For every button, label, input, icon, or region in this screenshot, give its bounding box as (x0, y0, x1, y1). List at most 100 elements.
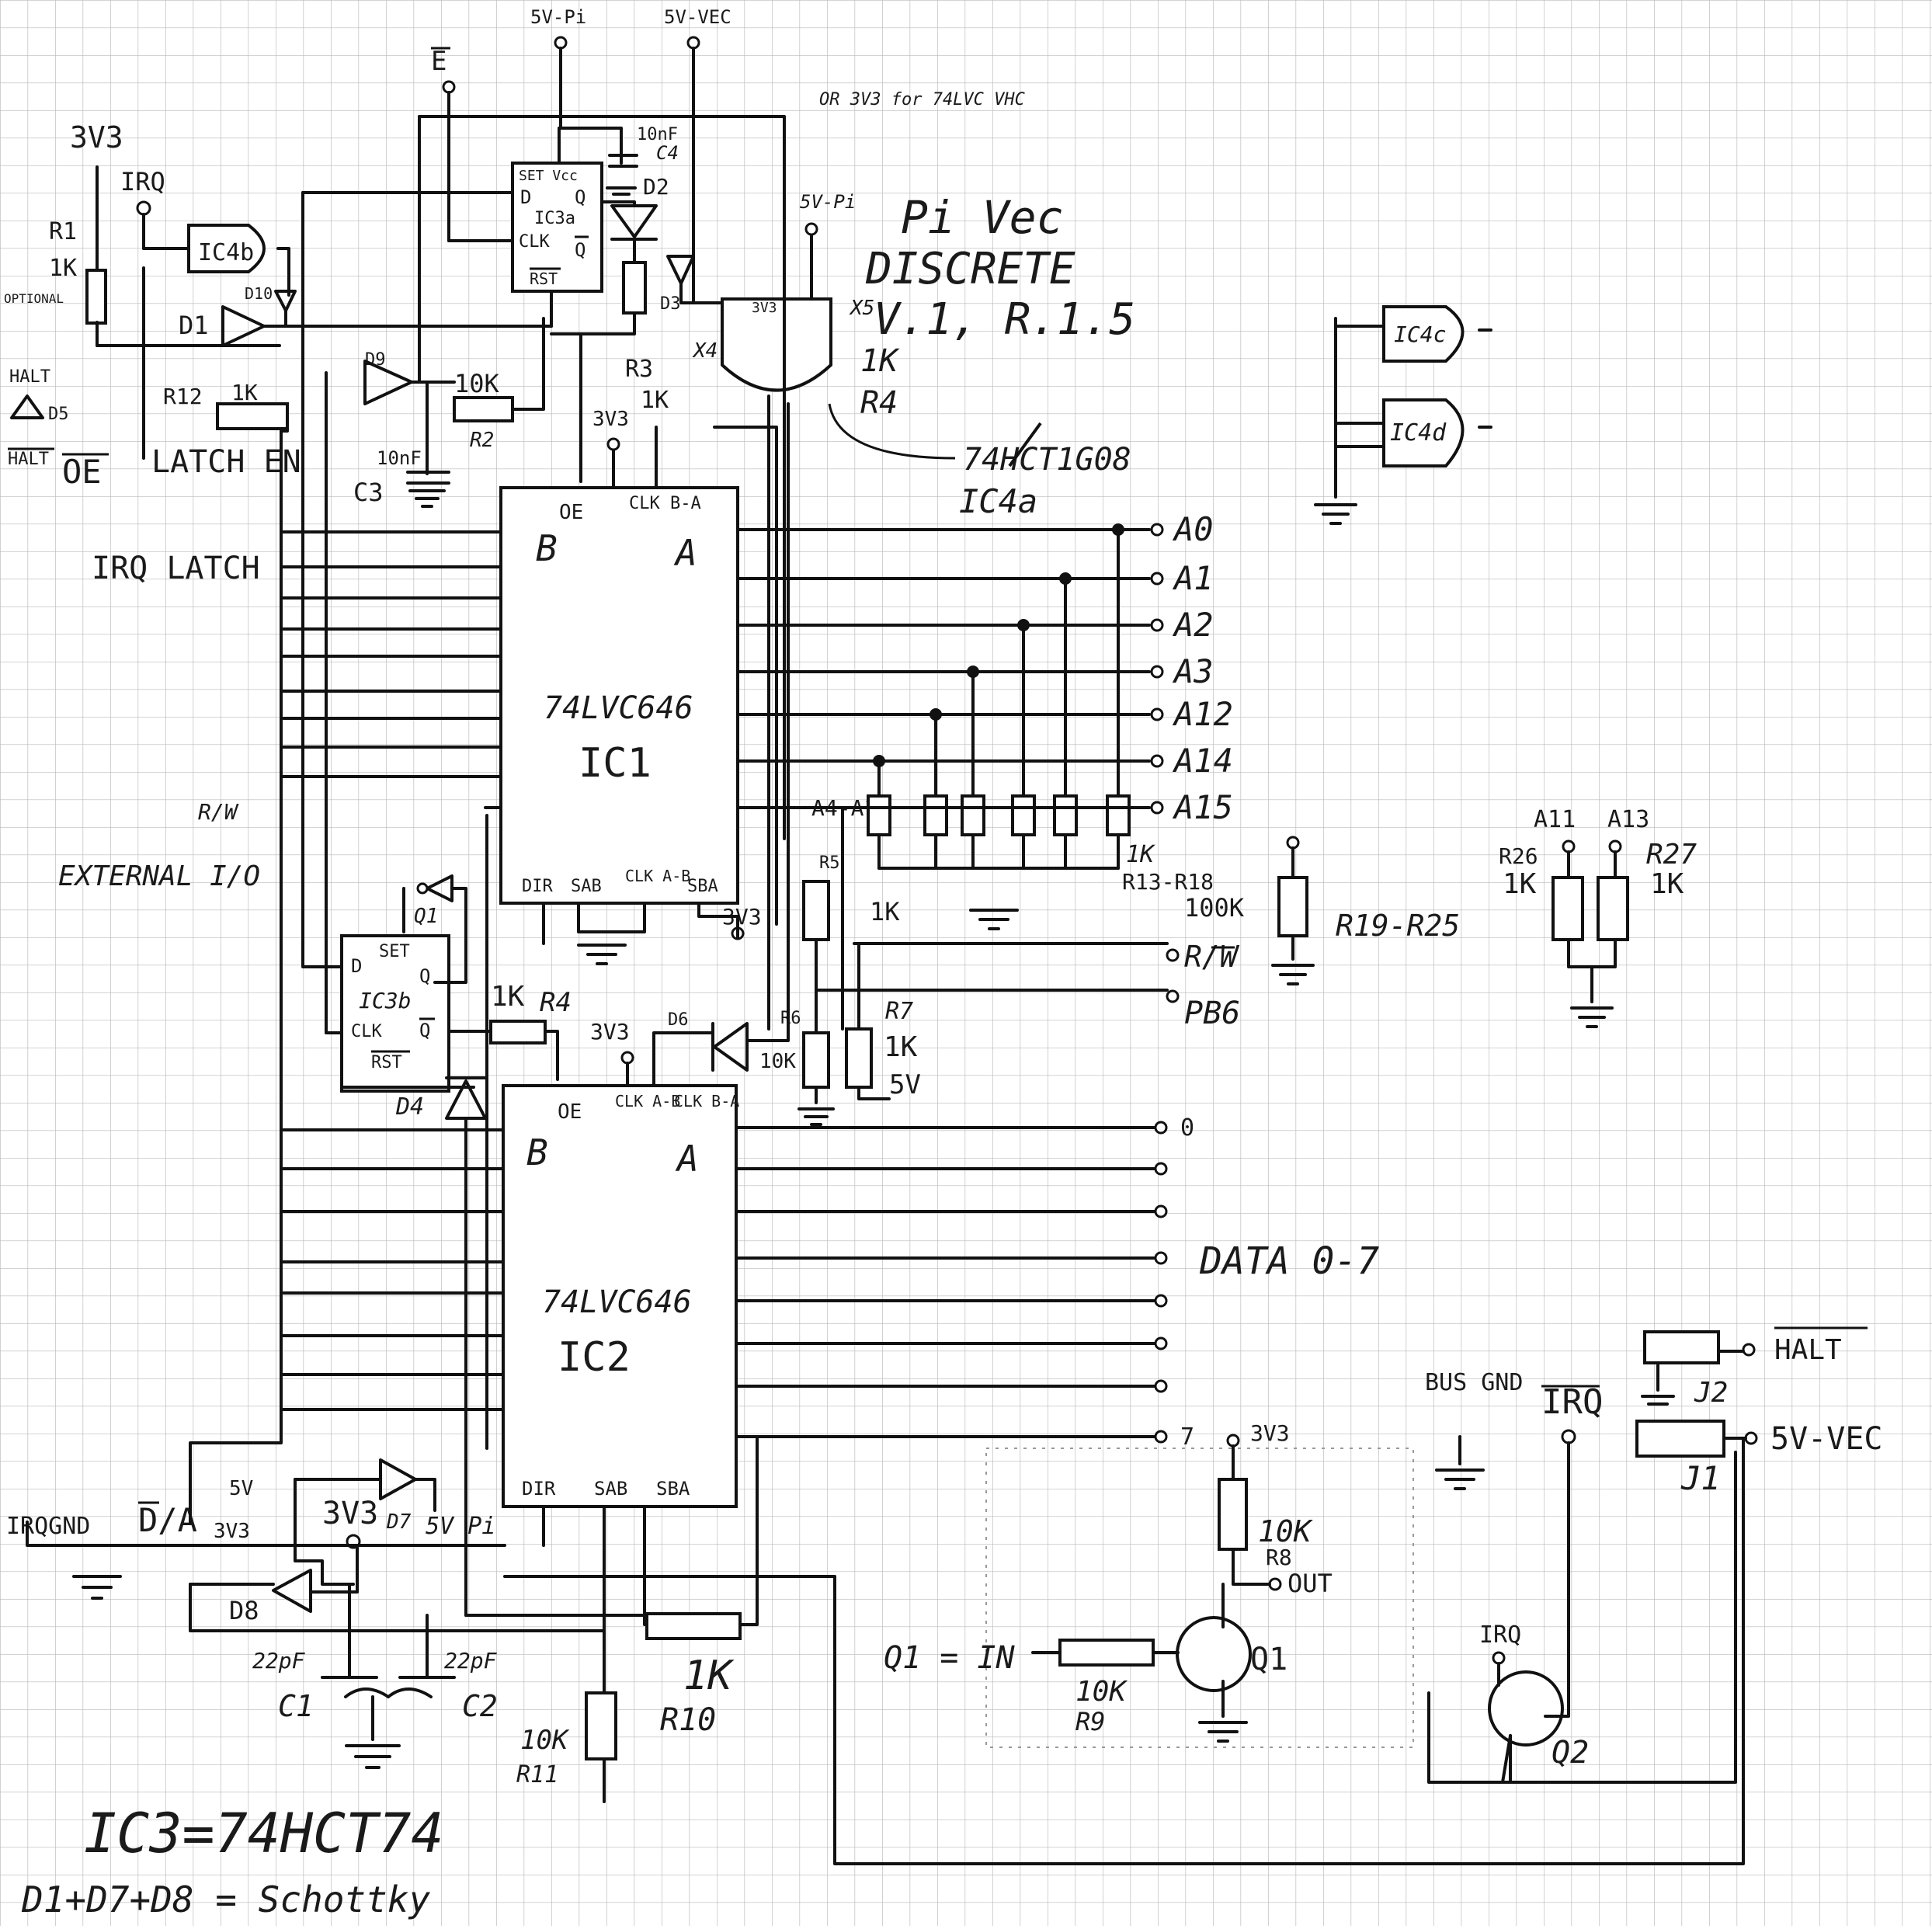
ic3a-clk-label: CLK (519, 232, 550, 252)
r5-value: 1K (870, 897, 900, 926)
right-connectors: HALT J2 BUS GND IRQ 5V-VEC J1 IRQ Q2 (1425, 1326, 1883, 1771)
r13-18-label: R13-R18 (1122, 869, 1214, 895)
ic4b-gate: IC4b (187, 224, 266, 273)
label-pb6: PB6 (1184, 996, 1240, 1031)
r3-label: R3 (625, 356, 653, 383)
label-data-0-7: DATA 0-7 (1199, 1239, 1379, 1283)
r10-value: 1K (683, 1653, 735, 1699)
bus-gnd-label: BUS GND (1425, 1369, 1523, 1396)
label-5v-vec: 5V-VEC (664, 6, 731, 28)
ic3b-d-label: D (351, 955, 362, 977)
ic4a-3v3-label: 3V3 (752, 300, 777, 316)
data-pin[interactable] (1154, 1336, 1168, 1350)
r3-value: 1K (641, 387, 669, 414)
d8-label: D8 (229, 1596, 259, 1625)
pulldown-resistor (961, 794, 985, 836)
label-halt-bar: HALT (8, 450, 49, 469)
pulldown-resistor (1106, 794, 1131, 836)
label-3v3-top: 3V3 (70, 120, 123, 155)
label-e-bar: E (431, 46, 447, 77)
pulldown-resistor (867, 794, 891, 836)
label-irqgnd: IRQGND (6, 1513, 90, 1540)
ic3b-rst-label: RST (371, 1053, 402, 1072)
pulldown-resistor (1011, 794, 1036, 836)
ic3b-ref-label: IC3b (359, 988, 411, 1013)
data-pins: 07 (735, 1114, 1194, 1451)
r2-value: 10K (454, 369, 500, 398)
ic2-b-label: B (526, 1131, 548, 1173)
c3-value: 10nF (377, 447, 422, 469)
pulldown-resistor (1053, 794, 1078, 836)
address-pin[interactable] (1150, 707, 1164, 721)
address-bus: A4-A10 A11 A13 1K R13-R18 100K R19-R25 R… (811, 795, 1697, 1031)
junction-dot (1017, 619, 1030, 631)
address-pin-label: A14 (1172, 742, 1233, 780)
d3-label: D3 (660, 294, 681, 314)
left-labels: R1 1K OPTIONAL HALT HALT D5 OE LATCH EN … (4, 218, 301, 1543)
r8-label: R8 (1266, 1545, 1292, 1570)
label-halt-top: HALT (9, 367, 50, 387)
data-pin[interactable] (1154, 1379, 1168, 1393)
data-pin[interactable] (1154, 1430, 1168, 1444)
title-line3: V.1, R.1.5 (874, 294, 1135, 345)
r7-label: R7 (885, 998, 913, 1025)
data-pin[interactable] (1154, 1251, 1168, 1265)
c3-label: C3 (353, 478, 384, 507)
junction-dot (930, 708, 942, 721)
ic3b-flipflop: SET D Q IC3b CLK Q RST (340, 934, 450, 1093)
ic2-dir-label: DIR (522, 1478, 556, 1500)
r6-value: 10K (759, 1050, 796, 1073)
d7-label: D7 (386, 1510, 412, 1534)
r1-label: R1 (49, 218, 77, 245)
address-pin[interactable] (1150, 618, 1164, 632)
r11-value: 10K (520, 1725, 570, 1756)
bus-wires (282, 530, 505, 1411)
ic1-sab-label: SAB (571, 877, 602, 896)
ic3a-flipflop: SET Vcc D Q IC3a CLK Q RST (511, 162, 603, 293)
data-pin[interactable] (1154, 1204, 1168, 1218)
r26-label: R26 (1499, 843, 1538, 869)
junction-dot (967, 666, 979, 678)
ic3b-q-label: Q (419, 965, 430, 987)
ic1-clkba-label: CLK B-A (629, 494, 701, 513)
address-pin[interactable] (1150, 665, 1164, 679)
label-oe: OE (62, 453, 102, 491)
address-pin[interactable] (1150, 523, 1164, 537)
data-pin-7-label: 7 (1180, 1423, 1194, 1451)
r1-note: OPTIONAL (4, 291, 64, 306)
label-5v-pi-b: 5V-Pi (800, 191, 856, 213)
address-pin[interactable] (1150, 754, 1164, 768)
ic2-ref-label: IC2 (558, 1334, 631, 1381)
q1-inv-label: Q1 (414, 905, 438, 928)
x4-label: X4 (692, 339, 718, 363)
data-pin[interactable] (1154, 1294, 1168, 1308)
ic2-clkab-label: CLK A-B (615, 1092, 680, 1110)
label-3v3-left: 3V3 (214, 1520, 250, 1543)
ic3a-q-label: Q (575, 186, 586, 208)
address-pin-label: A0 (1172, 510, 1214, 548)
x5-label: X5 (849, 297, 874, 320)
data-pin-0-label: 0 (1180, 1114, 1194, 1142)
ic2-chip: B A OE CLK A-B CLK B-A 74LVC646 IC2 DIR … (502, 1084, 739, 1508)
ic4b-label: IC4b (198, 239, 254, 266)
top-left-components: D1 D10 D9 R12 1K 10K R2 10nF C3 10nF C4 … (163, 125, 900, 507)
label-a13: A13 (1607, 806, 1649, 833)
junction-dot (1112, 523, 1124, 536)
footer-notes: IC3=74HCT74 D1+D7+D8 = Schottky (21, 1802, 444, 1920)
r9-value: 10K (1075, 1676, 1128, 1708)
data-pin[interactable] (1154, 1162, 1168, 1176)
label-3v3-ic2: 3V3 (590, 1019, 630, 1044)
title-line1: Pi Vec (901, 191, 1064, 244)
ic3a-d-label: D (520, 186, 531, 208)
ic1-ref-label: IC1 (579, 740, 652, 787)
data-pin[interactable] (1154, 1121, 1168, 1135)
label-external-io: EXTERNAL I/O (58, 860, 260, 892)
ic2-sba-label: SBA (656, 1478, 690, 1500)
label-rw-right: R/W (1184, 940, 1240, 974)
address-pin[interactable] (1150, 801, 1164, 815)
r19-25-label: R19-R25 (1336, 909, 1460, 943)
address-pin[interactable] (1150, 572, 1164, 586)
